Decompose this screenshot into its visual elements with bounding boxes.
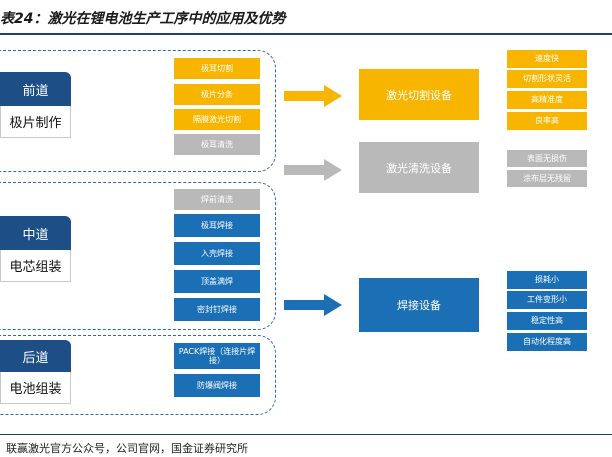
arrow-to-cutting-icon	[284, 85, 342, 107]
process-box: 密封钉焊接	[174, 298, 260, 321]
process-box: 极耳焊接	[174, 214, 260, 237]
advantage-box: 自动化程度高	[507, 333, 587, 351]
process-box: 焊前清洗	[174, 189, 260, 210]
back-stage-group	[0, 335, 276, 415]
stage-back-label: 后道	[0, 340, 71, 372]
stage-back-sub: 电池组装	[0, 372, 71, 404]
advantage-box: 表面无损伤	[507, 150, 587, 167]
footer-divider	[0, 434, 612, 435]
process-box: 入壳焊接	[174, 242, 260, 265]
advantage-box: 稳定性高	[507, 312, 587, 330]
process-box: 极片分条	[174, 84, 260, 105]
middle-stage-group	[0, 182, 276, 330]
stage-front-sub: 极片制作	[0, 106, 71, 138]
title-divider	[0, 33, 612, 35]
process-box: 防爆阀焊接	[174, 374, 260, 397]
source-note: 联赢激光官方公众号，公司官网，国金证券研究所	[6, 442, 248, 455]
process-box: 极耳切割	[174, 58, 260, 79]
stage-front-label: 前道	[0, 72, 71, 106]
advantage-box: 涂布层无残留	[507, 170, 587, 187]
advantage-box: 损耗小	[507, 271, 587, 289]
process-box: 极耳清洗	[174, 134, 260, 155]
front-stage-group	[0, 50, 276, 172]
advantage-box: 良率高	[507, 112, 587, 130]
laser-cutting-equipment: 激光切割设备	[359, 69, 479, 120]
stage-middle-label: 中道	[0, 216, 71, 250]
stage-middle-sub: 电芯组装	[0, 250, 71, 282]
advantage-box: 速度快	[507, 50, 587, 68]
advantage-box: 高精准度	[507, 91, 587, 109]
figure-title: 表24：激光在锂电池生产工序中的应用及优势	[0, 11, 286, 27]
laser-cleaning-equipment: 激光清洗设备	[359, 142, 479, 193]
process-box: PACK焊接（连接片焊接）	[174, 343, 260, 369]
arrow-to-welding-icon	[284, 294, 342, 316]
process-box: 隔膜激光切割	[174, 109, 260, 130]
advantage-box: 切割形状灵活	[507, 70, 587, 88]
arrow-to-cleaning-icon	[284, 159, 342, 181]
advantage-box: 工件变形小	[507, 291, 587, 309]
welding-equipment: 焊接设备	[359, 278, 479, 332]
process-box: 顶盖满焊	[174, 270, 260, 293]
